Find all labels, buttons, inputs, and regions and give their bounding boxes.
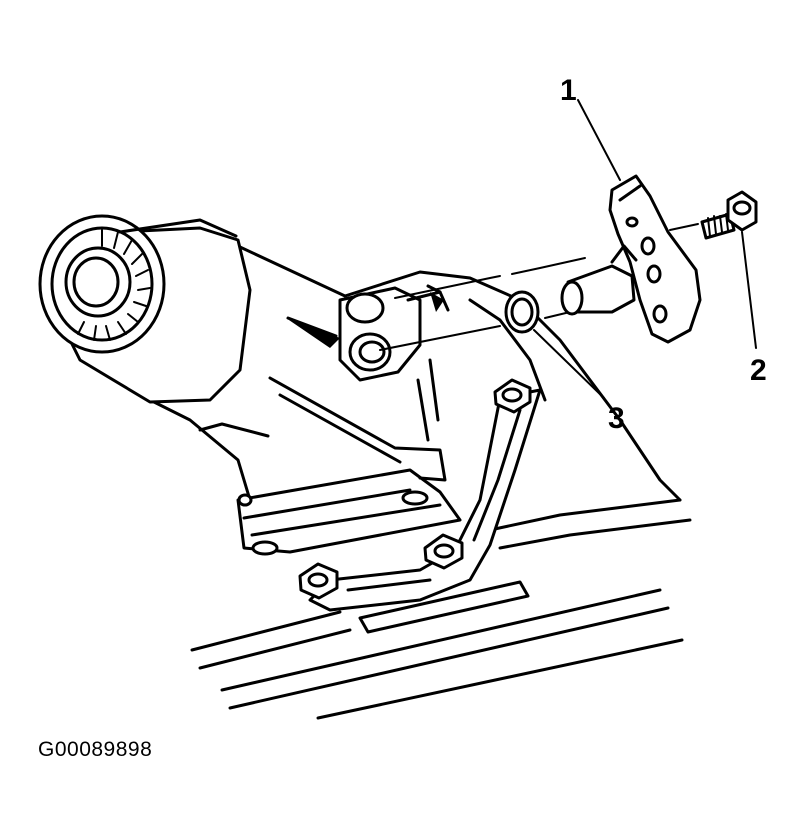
callout-1: 1 [560, 74, 577, 107]
leader-lines [533, 99, 757, 399]
callout-3: 3 [608, 402, 625, 435]
bracket-bolt-upper [493, 378, 532, 414]
o-ring-icon [504, 290, 540, 334]
transfer-case-housing [148, 238, 682, 612]
figure-id: G00089898 [38, 738, 153, 761]
sensor-bracket-icon [560, 174, 702, 344]
callout-labels: 1 2 3 [560, 74, 767, 435]
bracket-bolt-lower [298, 562, 339, 600]
base-plate-lines [190, 498, 692, 720]
callout-2: 2 [750, 354, 767, 387]
exploded-centerlines [379, 223, 699, 351]
bolt-icon [700, 190, 758, 240]
bracket-bolt-middle [423, 533, 464, 570]
output-yoke [38, 214, 252, 404]
